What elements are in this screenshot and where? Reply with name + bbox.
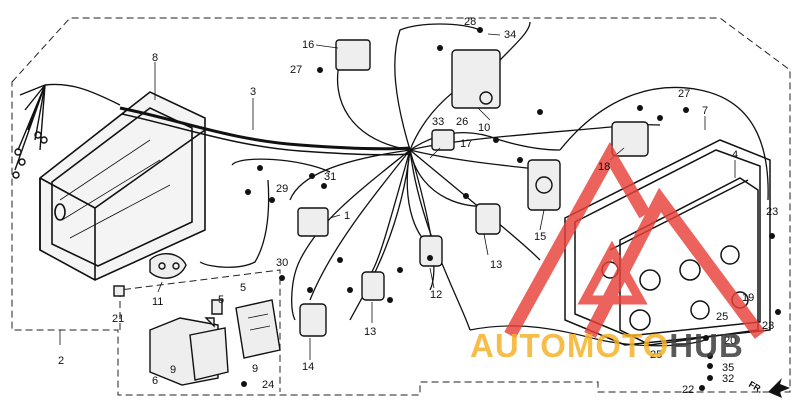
- part-label-8: 8: [152, 52, 158, 64]
- part-label-21: 21: [112, 313, 124, 325]
- part-label-19: 19: [742, 292, 754, 304]
- part-label-12: 12: [430, 289, 442, 301]
- part-label-9b: 9: [252, 363, 258, 375]
- part-label-32: 32: [722, 373, 734, 385]
- panel-harness-loop: [559, 86, 769, 201]
- part-label-23b: 23: [762, 320, 774, 332]
- part-label-14: 14: [302, 361, 314, 373]
- part-label-5b: 5: [240, 282, 246, 294]
- assembly-boundary: [11, 17, 791, 396]
- part-label-27a: 27: [290, 64, 302, 76]
- sub-harness: [199, 158, 331, 268]
- components: [113, 39, 649, 337]
- part-label-3: 3: [250, 86, 256, 98]
- part-label-20: 20: [724, 335, 736, 347]
- part-label-2: 2: [58, 355, 64, 367]
- watermark-logo: [504, 141, 766, 339]
- front-direction-arrow: [768, 378, 790, 398]
- part-label-33: 33: [432, 116, 444, 128]
- part-label-17: 17: [460, 138, 472, 150]
- part-label-28: 28: [464, 16, 476, 28]
- part-label-18: 18: [598, 161, 610, 173]
- part-label-16: 16: [302, 39, 314, 51]
- part-label-10: 10: [478, 122, 490, 134]
- part-label-31: 31: [324, 171, 336, 183]
- part-label-29: 29: [276, 183, 288, 195]
- part-label-6: 6: [152, 375, 158, 387]
- part-label-1: 1: [344, 210, 350, 222]
- part-label-11: 11: [152, 296, 163, 308]
- part-label-27b: 27: [678, 88, 690, 100]
- part-label-26: 26: [456, 116, 468, 128]
- part-label-22: 22: [682, 384, 694, 396]
- direction-label: FR.: [747, 379, 765, 395]
- watermark-text: AUTOMOTOHUB: [470, 328, 744, 364]
- part-label-34: 34: [504, 29, 516, 41]
- watermark-text-secondary: HUB: [669, 327, 744, 364]
- left-pigtails: [12, 83, 121, 179]
- relay-mounts: [149, 299, 281, 386]
- part-labels: 1 2 3 4 5 5 6 7 8 9 9 10 11 12 13 13 14 …: [58, 16, 778, 396]
- part-label-24: 24: [262, 379, 274, 391]
- part-label-35: 35: [722, 362, 734, 374]
- part-label-13b: 13: [364, 326, 376, 338]
- part-label-15: 15: [534, 231, 546, 243]
- part-label-5a: 5: [218, 294, 224, 306]
- part-label-4: 4: [732, 149, 738, 161]
- watermark-text-primary: AUTOMOTO: [470, 327, 670, 364]
- part-label-7: 7: [702, 105, 708, 117]
- part-label-30: 30: [276, 257, 288, 269]
- main-harness: [119, 106, 411, 156]
- part-label-25a: 25: [716, 311, 728, 323]
- part-label-9a: 9: [170, 364, 176, 376]
- part-label-25b: 25: [650, 349, 662, 361]
- part-label-23a: 23: [766, 206, 778, 218]
- connector-terminals: [241, 27, 781, 391]
- part-label-13a: 13: [490, 259, 502, 271]
- fairing-housing: [39, 91, 206, 281]
